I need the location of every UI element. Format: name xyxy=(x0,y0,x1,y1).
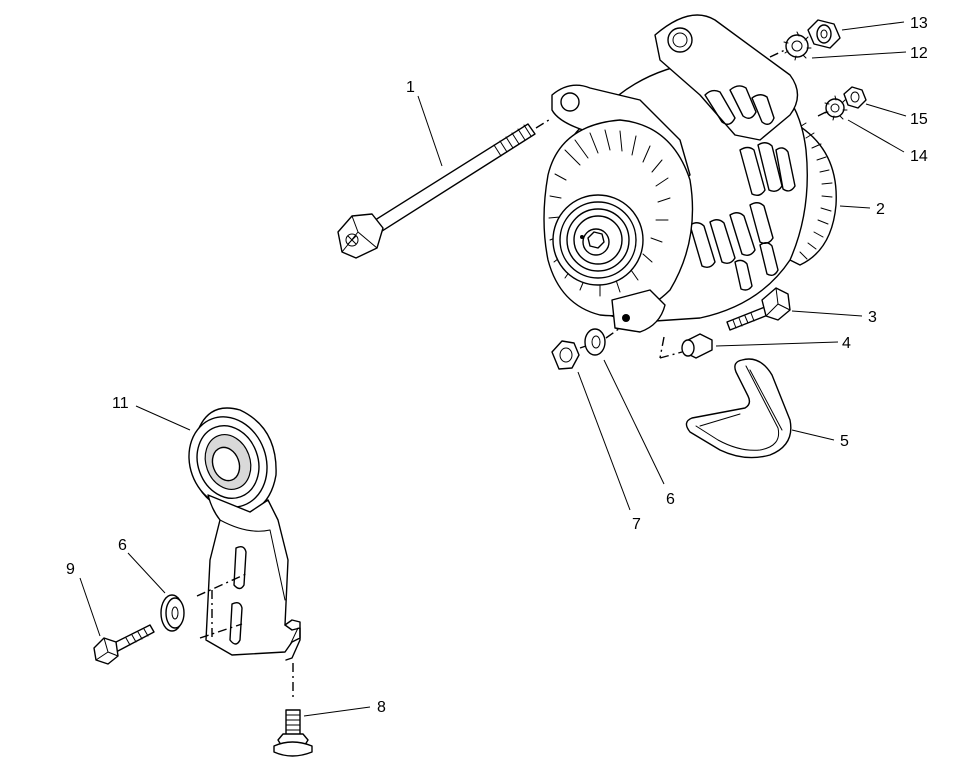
drive-belt xyxy=(685,358,792,459)
washer-lower xyxy=(160,594,185,632)
alternator xyxy=(543,14,837,333)
callout-8: 8 xyxy=(377,699,386,716)
callout-6-upper: 6 xyxy=(666,491,675,508)
callout-6-lower: 6 xyxy=(118,537,127,554)
through-bolt xyxy=(337,117,553,259)
tensioner-pulley xyxy=(188,407,277,516)
pivot-bolt xyxy=(93,624,155,665)
hex-nut xyxy=(551,327,621,370)
callout-2: 2 xyxy=(876,201,885,218)
hex-nut-13 xyxy=(807,19,841,49)
hex-nut-15 xyxy=(843,86,867,109)
flange-bolt xyxy=(273,709,313,757)
leader-lines xyxy=(79,21,907,717)
callout-labels: 1 2 3 4 5 6 7 6 8 9 11 12 13 14 15 xyxy=(66,15,928,716)
callout-12: 12 xyxy=(910,45,928,62)
callout-3: 3 xyxy=(868,309,877,326)
callout-5: 5 xyxy=(840,433,849,450)
callout-1: 1 xyxy=(406,79,415,96)
callout-15: 15 xyxy=(910,111,928,128)
callout-11: 11 xyxy=(112,395,129,412)
star-washer-12 xyxy=(769,31,812,61)
spacer-bushing xyxy=(659,333,713,359)
star-washer-14 xyxy=(817,95,848,121)
tensioner-bracket xyxy=(196,494,301,700)
callout-4: 4 xyxy=(842,335,851,352)
adjuster-bolt xyxy=(726,287,791,331)
callout-7: 7 xyxy=(632,516,641,533)
washer-upper xyxy=(584,328,606,356)
callout-9: 9 xyxy=(66,561,75,578)
callout-13: 13 xyxy=(910,15,928,32)
callout-14: 14 xyxy=(910,148,928,165)
